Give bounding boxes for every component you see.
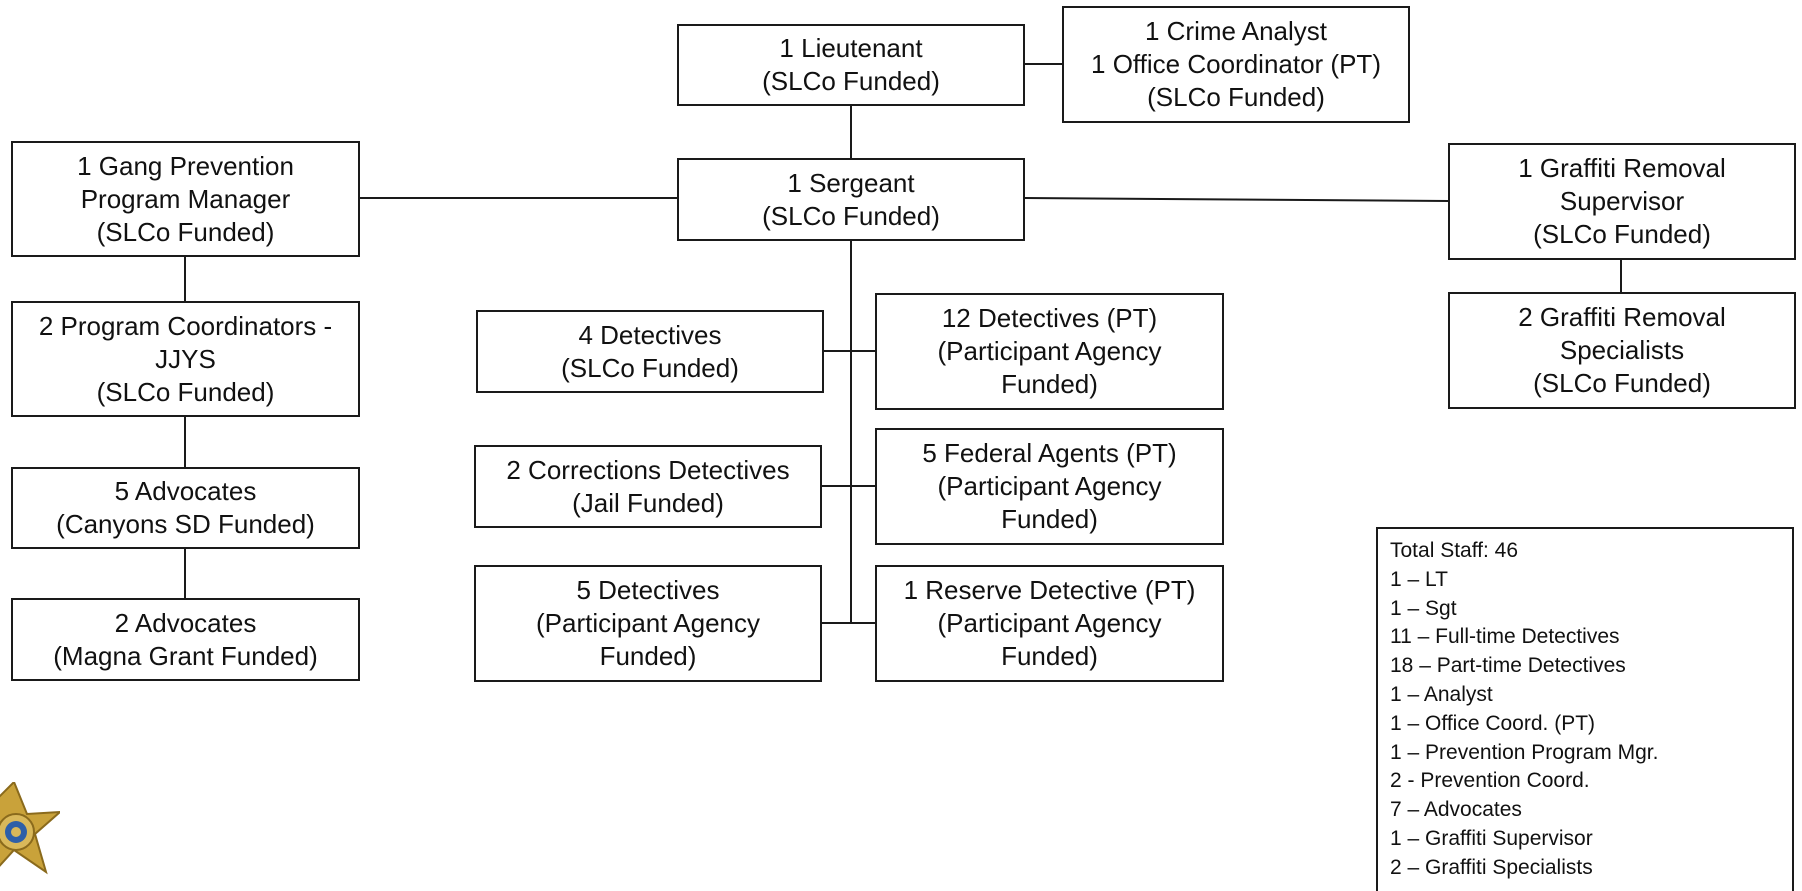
detectives-pt-funding-2: Funded) bbox=[1001, 369, 1098, 399]
detectives-participant-funding-1: (Participant Agency bbox=[535, 608, 760, 638]
detectives-participant-funding-2: Funded) bbox=[599, 641, 697, 671]
legend-item: 1 – Prevention Program Mgr. bbox=[1390, 740, 1659, 764]
detectives-participant-title: 5 Detectives bbox=[576, 575, 720, 605]
reserve-detective-funding-2: Funded) bbox=[1001, 641, 1098, 671]
advocates-canyons-title: 5 Advocates bbox=[114, 476, 257, 506]
sergeant-title: 1 Sergeant bbox=[787, 167, 915, 198]
legend-item: 2 - Prevention Coord. bbox=[1390, 769, 1590, 793]
legend-item: 1 – Sgt bbox=[1390, 596, 1457, 620]
detectives-pt-funding-1: (Participant Agency bbox=[937, 336, 1162, 366]
gang-prevention-manager-box: 1 Gang Prevention Program Manager (SLCo … bbox=[11, 141, 360, 257]
corrections-detectives-box: 2 Corrections Detectives (Jail Funded) bbox=[474, 445, 822, 528]
legend-item: 11 – Full-time Detectives bbox=[1390, 625, 1620, 649]
legend-item: 1 – LT bbox=[1390, 567, 1448, 591]
office-coordinator-title: 1 Office Coordinator (PT) bbox=[1091, 49, 1381, 79]
analyst-funding: (SLCo Funded) bbox=[1147, 82, 1325, 112]
graffiti-supervisor-funding: (SLCo Funded) bbox=[1533, 219, 1711, 249]
graffiti-supervisor-line-2: Supervisor bbox=[1559, 186, 1685, 216]
advocates-magna-funding: (Magna Grant Funded) bbox=[53, 640, 318, 671]
graffiti-specialists-line-2: Specialists bbox=[1559, 335, 1685, 365]
reserve-detective-title: 1 Reserve Detective (PT) bbox=[903, 575, 1196, 605]
gang-manager-funding: (SLCo Funded) bbox=[96, 216, 275, 247]
advocates-magna-box: 2 Advocates (Magna Grant Funded) bbox=[11, 598, 360, 681]
graffiti-specialists-funding: (SLCo Funded) bbox=[1533, 368, 1711, 398]
legend-item: 7 – Advocates bbox=[1390, 798, 1522, 822]
detectives-slco-box: 4 Detectives (SLCo Funded) bbox=[476, 310, 824, 393]
federal-agents-funding-2: Funded) bbox=[1001, 504, 1098, 534]
crime-analyst-box: 1 Crime Analyst 1 Office Coordinator (PT… bbox=[1062, 6, 1410, 123]
detectives-slco-funding: (SLCo Funded) bbox=[561, 352, 739, 383]
legend-item: 1 – Office Coord. (PT) bbox=[1390, 711, 1596, 735]
graffiti-specialists-box: 2 Graffiti Removal Specialists (SLCo Fun… bbox=[1448, 292, 1796, 409]
corrections-title: 2 Corrections Detectives bbox=[506, 454, 790, 485]
federal-agents-title: 5 Federal Agents (PT) bbox=[922, 438, 1177, 468]
corrections-funding: (Jail Funded) bbox=[572, 487, 724, 518]
federal-agents-funding-1: (Participant Agency bbox=[937, 471, 1162, 501]
legend-item: 18 – Part-time Detectives bbox=[1390, 654, 1626, 678]
graffiti-supervisor-box: 1 Graffiti Removal Supervisor (SLCo Fund… bbox=[1448, 143, 1796, 260]
legend-item: 2 – Graffiti Specialists bbox=[1390, 855, 1593, 879]
detectives-pt-title: 12 Detectives (PT) bbox=[941, 303, 1158, 333]
federal-agents-box: 5 Federal Agents (PT) (Participant Agenc… bbox=[875, 428, 1224, 545]
program-coordinators-box: 2 Program Coordinators - JJYS (SLCo Fund… bbox=[11, 301, 360, 417]
graffiti-specialists-line-1: 2 Graffiti Removal bbox=[1518, 302, 1726, 332]
advocates-canyons-box: 5 Advocates (Canyons SD Funded) bbox=[11, 467, 360, 549]
legend-item: 1 – Graffiti Supervisor bbox=[1390, 826, 1593, 850]
coordinators-line-2: JJYS bbox=[155, 343, 216, 374]
sergeant-box: 1 Sergeant (SLCo Funded) bbox=[677, 158, 1025, 241]
sheriff-star-badge-icon bbox=[0, 782, 60, 875]
staff-totals-legend: Total Staff: 46 1 – LT 1 – Sgt 11 – Full… bbox=[1376, 527, 1794, 891]
legend-item: 1 – Analyst bbox=[1390, 682, 1493, 706]
gang-manager-line-1: 1 Gang Prevention bbox=[77, 150, 294, 181]
coordinators-funding: (SLCo Funded) bbox=[96, 376, 275, 407]
lieutenant-funding: (SLCo Funded) bbox=[762, 66, 940, 96]
detectives-slco-title: 4 Detectives bbox=[578, 319, 722, 350]
sergeant-funding: (SLCo Funded) bbox=[762, 200, 940, 231]
reserve-detective-funding-1: (Participant Agency bbox=[937, 608, 1162, 638]
reserve-detective-box: 1 Reserve Detective (PT) (Participant Ag… bbox=[875, 565, 1224, 682]
crime-analyst-title: 1 Crime Analyst bbox=[1144, 16, 1328, 46]
detectives-pt-box: 12 Detectives (PT) (Participant Agency F… bbox=[875, 293, 1224, 410]
lieutenant-title: 1 Lieutenant bbox=[779, 33, 923, 63]
detectives-participant-box: 5 Detectives (Participant Agency Funded) bbox=[474, 565, 822, 682]
legend-total: Total Staff: 46 bbox=[1390, 539, 1519, 562]
lieutenant-box: 1 Lieutenant (SLCo Funded) bbox=[677, 24, 1025, 106]
coordinators-line-1: 2 Program Coordinators - bbox=[38, 310, 333, 341]
graffiti-supervisor-line-1: 1 Graffiti Removal bbox=[1518, 153, 1726, 183]
gang-manager-line-2: Program Manager bbox=[80, 183, 291, 214]
advocates-magna-title: 2 Advocates bbox=[114, 607, 257, 638]
advocates-canyons-funding: (Canyons SD Funded) bbox=[56, 509, 315, 539]
